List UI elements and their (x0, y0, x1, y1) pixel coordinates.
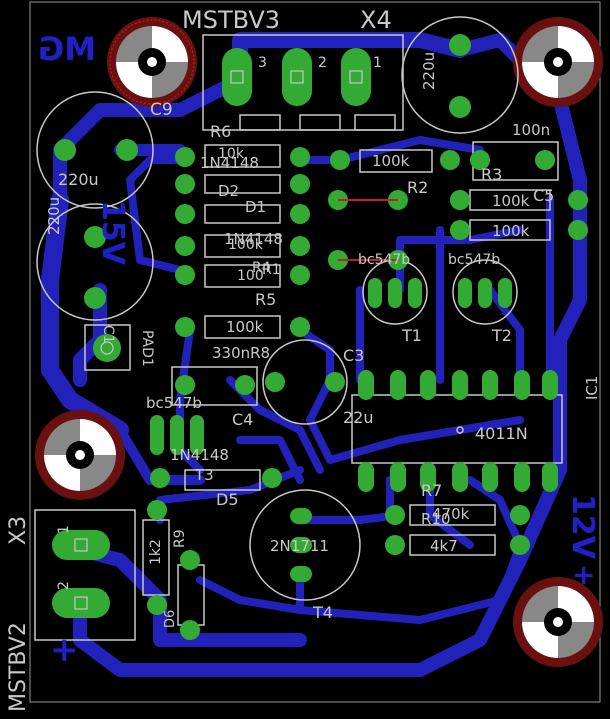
d6-label: D6 (163, 609, 178, 628)
t4-outline (249, 489, 361, 601)
r4-outline (204, 234, 281, 258)
r1-value: 100k (492, 222, 530, 240)
x4-pin3-label: 3 (258, 55, 267, 71)
t4-value: 2N1711 (270, 537, 329, 555)
c4-outline (171, 366, 258, 406)
voltage-15v-label: 15V (95, 200, 130, 265)
r6-value: 10k (218, 146, 244, 162)
t3-value: bc547b (146, 394, 202, 412)
x3-ref-label: X3 (6, 515, 31, 545)
plus-bottom-label: + (50, 630, 79, 670)
c-left-value: 220u (45, 196, 63, 235)
r9-label: R9 (172, 529, 188, 548)
r10-outline (409, 534, 496, 556)
x4-pin1-label: 1 (373, 55, 382, 71)
r3-label: R3 (481, 165, 503, 184)
x4-ref-label: X4 (360, 6, 392, 34)
r8-label: 330nR8 (212, 344, 271, 362)
c9-outline (36, 91, 154, 209)
d2-label: D2 (218, 182, 240, 200)
t2-outline (452, 259, 518, 325)
t1-label: T1 (402, 326, 422, 345)
c-right-outline (401, 16, 519, 134)
r9-value: 1k2 (148, 539, 164, 565)
x4-pads (222, 48, 371, 106)
mounting-hole-top-right (513, 17, 603, 107)
ic1-value: 4011N (475, 424, 528, 443)
c3-value: 22u (343, 408, 374, 427)
t3-label: T3 (195, 466, 214, 484)
c-left-outline (36, 203, 154, 321)
board-outline (29, 1, 601, 703)
r2-value: 100k (372, 152, 410, 170)
r5-label: R5 (255, 290, 277, 309)
c-right-value: 220u (420, 51, 438, 90)
c3-outline (262, 339, 348, 425)
wire-jumpers (338, 199, 398, 261)
mg-mirrored-label: MG (38, 30, 97, 68)
r9-outline (142, 519, 170, 596)
r10-label: R10 (421, 510, 451, 528)
c9-value: 220u (58, 170, 99, 189)
r2-label: R2 (407, 178, 429, 197)
x4-pin2-label: 2 (318, 55, 327, 71)
r6-label: R6 (210, 122, 232, 141)
pad1-outline (84, 324, 131, 371)
drill-marks (74, 70, 363, 610)
d2-outline (204, 174, 281, 194)
c100n-value: 100n (512, 121, 551, 139)
x3-pads (52, 530, 110, 618)
plus-right-label: + (572, 558, 596, 591)
mounting-hole-middle-left (35, 410, 125, 500)
c1-label: C1 (100, 325, 116, 344)
r1-label: R1 (262, 262, 281, 278)
x3-type-label: MSTBV2 (6, 622, 31, 712)
voltage-12v-label: 12V (565, 494, 600, 559)
mounting-hole-top-left (107, 17, 197, 107)
d2-value: 1N4148 (200, 154, 259, 172)
ic1-label: IC1 (583, 375, 601, 400)
r7-value: 470k (432, 505, 470, 523)
x3-connector-body (34, 509, 136, 641)
r7-outline (409, 504, 496, 526)
x4-type-label: MSTBV3 (182, 6, 281, 34)
r4-value: 100k (228, 237, 263, 253)
r8-value: 100k (226, 318, 264, 336)
x3-pin2-label: 2 (56, 581, 72, 590)
d5-label: D5 (216, 490, 239, 509)
d1-label: D1 (245, 198, 267, 216)
r8-outline (204, 315, 281, 339)
d5-value: 1N4148 (170, 446, 229, 464)
r2-outline (359, 149, 433, 173)
t4-label: T4 (313, 603, 333, 622)
d1-value: 1N4148 (224, 230, 283, 248)
t2-value: bc547b (448, 252, 501, 268)
t2-label: T2 (492, 326, 512, 345)
r7-label: R7 (421, 481, 443, 500)
solder-pads (52, 34, 588, 640)
r4-label: R4 (252, 260, 271, 276)
d1-outline (204, 204, 281, 224)
x3-pin1-label: 1 (56, 525, 72, 534)
mounting-holes (35, 17, 603, 667)
r6-outline (204, 144, 281, 168)
r10-value: 4k7 (430, 537, 458, 555)
r3-value: 100k (492, 192, 530, 210)
t1-value: bc547b (358, 252, 411, 268)
c9-label: C9 (150, 100, 173, 120)
d5-outline (184, 469, 261, 491)
d6-outline (177, 564, 205, 626)
r5-value: 100 (237, 268, 264, 284)
r5-outline (204, 264, 281, 288)
mounting-hole-bottom-right (513, 577, 603, 667)
c3-label: C3 (343, 346, 365, 365)
pad1-label: PAD1 (139, 330, 155, 367)
c5-label: C5 (533, 186, 555, 205)
c4-label: C4 (232, 410, 254, 429)
